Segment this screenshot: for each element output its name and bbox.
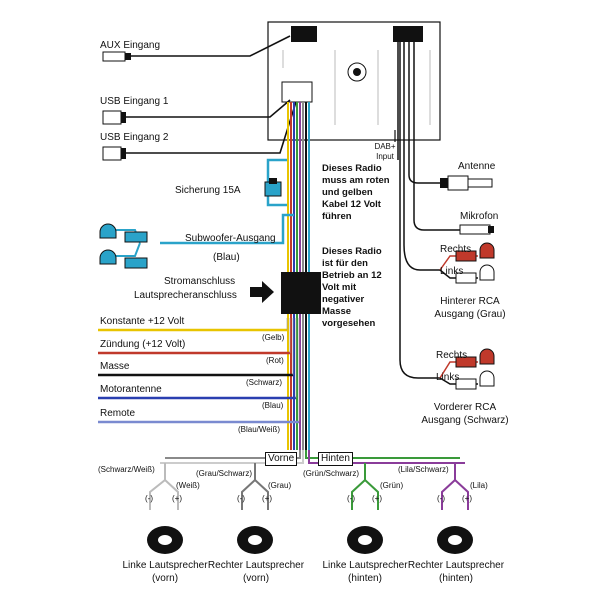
label-spk-rl-1: Linke Lautsprecher	[322, 560, 408, 571]
label-wire-ignition: Zündung (+12 Volt)	[100, 339, 186, 350]
label-rear-box: Hinten	[318, 452, 353, 466]
label-minus-rl: (-)	[347, 494, 355, 503]
label-antenna: Antenne	[458, 161, 496, 172]
label-rear-rca-2: Ausgang (Grau)	[434, 309, 506, 320]
subwoofer-rca-1	[124, 231, 148, 243]
label-wire-antenna-motor-color: (Blau)	[262, 401, 284, 410]
usb2-plug	[102, 146, 122, 161]
label-wire-antenna-motor: Motorantenne	[100, 384, 162, 395]
label-rear-rca-1: Hinterer RCA	[440, 296, 500, 307]
label-spk-rr-1: Rechter Lautsprecher	[407, 560, 505, 571]
connector-block-right	[393, 26, 423, 42]
label-wire-ground-color: (Schwarz)	[246, 378, 283, 387]
label-subwoofer-color: (Blau)	[213, 252, 240, 263]
label-wire-12v-const-color: (Gelb)	[262, 333, 285, 342]
label-plus-rr: (+)	[462, 494, 472, 503]
label-spk-fl-1: Linke Lautsprecher	[122, 560, 208, 571]
label-front-left: Links	[436, 372, 460, 383]
speaker-rear-left-icon	[347, 526, 383, 554]
label-rear-right: Rechts	[440, 244, 472, 255]
front-rca-left	[455, 378, 477, 390]
label-minus-rr: (-)	[437, 494, 445, 503]
label-wire-remote-color: (Blau/Weiß)	[238, 425, 281, 434]
label-fr-pos: (Grau)	[268, 481, 292, 490]
label-front-rca-1: Vorderer RCA	[433, 402, 497, 413]
label-wire-remote: Remote	[100, 408, 136, 419]
antenna-plug	[440, 178, 448, 188]
label-microphone: Mikrofon	[460, 211, 499, 222]
label-aux: AUX Eingang	[100, 40, 161, 51]
label-fl-neg: (Schwarz/Weiß)	[98, 465, 155, 474]
label-wire-ignition-color: (Rot)	[266, 356, 284, 365]
label-subwoofer: Subwoofer-Ausgang	[185, 233, 276, 244]
label-rear-left: Links	[440, 266, 464, 277]
note-ground: Dieses Radio ist für den Betrieb an 12 V…	[322, 246, 382, 329]
label-power-2: Lautsprecheranschluss	[134, 290, 237, 301]
rear-rca-right	[455, 250, 477, 262]
note-voltage: Dieses Radio muss am roten und gelben Ka…	[322, 163, 390, 222]
rear-rca-left	[455, 272, 477, 284]
speaker-front-left-icon	[147, 526, 183, 554]
label-wire-12v-const: Konstante +12 Volt	[100, 316, 185, 327]
microphone-plug	[459, 224, 491, 235]
arrow-icon	[250, 281, 274, 303]
label-spk-fl-2: (vorn)	[151, 573, 179, 584]
label-rr-neg: (Lila/Schwarz)	[398, 465, 449, 474]
label-fr-neg: (Grau/Schwarz)	[196, 469, 253, 478]
iso-connector-top	[281, 81, 313, 103]
front-rca-right	[455, 356, 477, 368]
power-connector	[281, 272, 321, 314]
speaker-front-right-icon	[237, 526, 273, 554]
label-plus-fl: (+)	[172, 494, 182, 503]
label-minus-fr: (-)	[237, 494, 245, 503]
label-spk-fr-1: Rechter Lautsprecher	[207, 560, 305, 571]
label-front-box: Vorne	[265, 452, 298, 466]
label-usb1: USB Eingang 1	[100, 96, 169, 107]
aux-plug	[102, 51, 126, 62]
label-spk-fr-2: (vorn)	[242, 573, 270, 584]
label-minus-fl: (-)	[145, 494, 153, 503]
subwoofer-rca-2	[124, 257, 148, 269]
label-power-1: Stromanschluss	[164, 276, 236, 287]
label-spk-rr-2: (hinten)	[439, 573, 473, 584]
label-rear-box-sub: (Grün/Schwarz)	[303, 469, 360, 478]
label-plus-rl: (+)	[372, 494, 382, 503]
label-fl-pos: (Weiß)	[176, 481, 200, 490]
usb1-plug	[102, 110, 122, 125]
connector-block-left	[291, 26, 317, 42]
label-fuse: Sicherung 15A	[175, 185, 241, 196]
label-dab-input: Input	[376, 152, 394, 161]
label-usb2: USB Eingang 2	[100, 132, 169, 143]
speaker-rear-right-icon	[437, 526, 473, 554]
label-rr-pos: (Lila)	[470, 481, 488, 490]
label-plus-fr: (+)	[262, 494, 272, 503]
label-front-rca-2: Ausgang (Schwarz)	[421, 415, 509, 426]
label-spk-rl-2: (hinten)	[348, 573, 382, 584]
speaker-leads	[149, 463, 469, 510]
label-front-right: Rechts	[436, 350, 468, 361]
label-rl-pos: (Grün)	[380, 481, 404, 490]
fuse	[264, 181, 282, 197]
label-dab: DAB+	[374, 142, 396, 151]
label-wire-ground: Masse	[100, 361, 130, 372]
